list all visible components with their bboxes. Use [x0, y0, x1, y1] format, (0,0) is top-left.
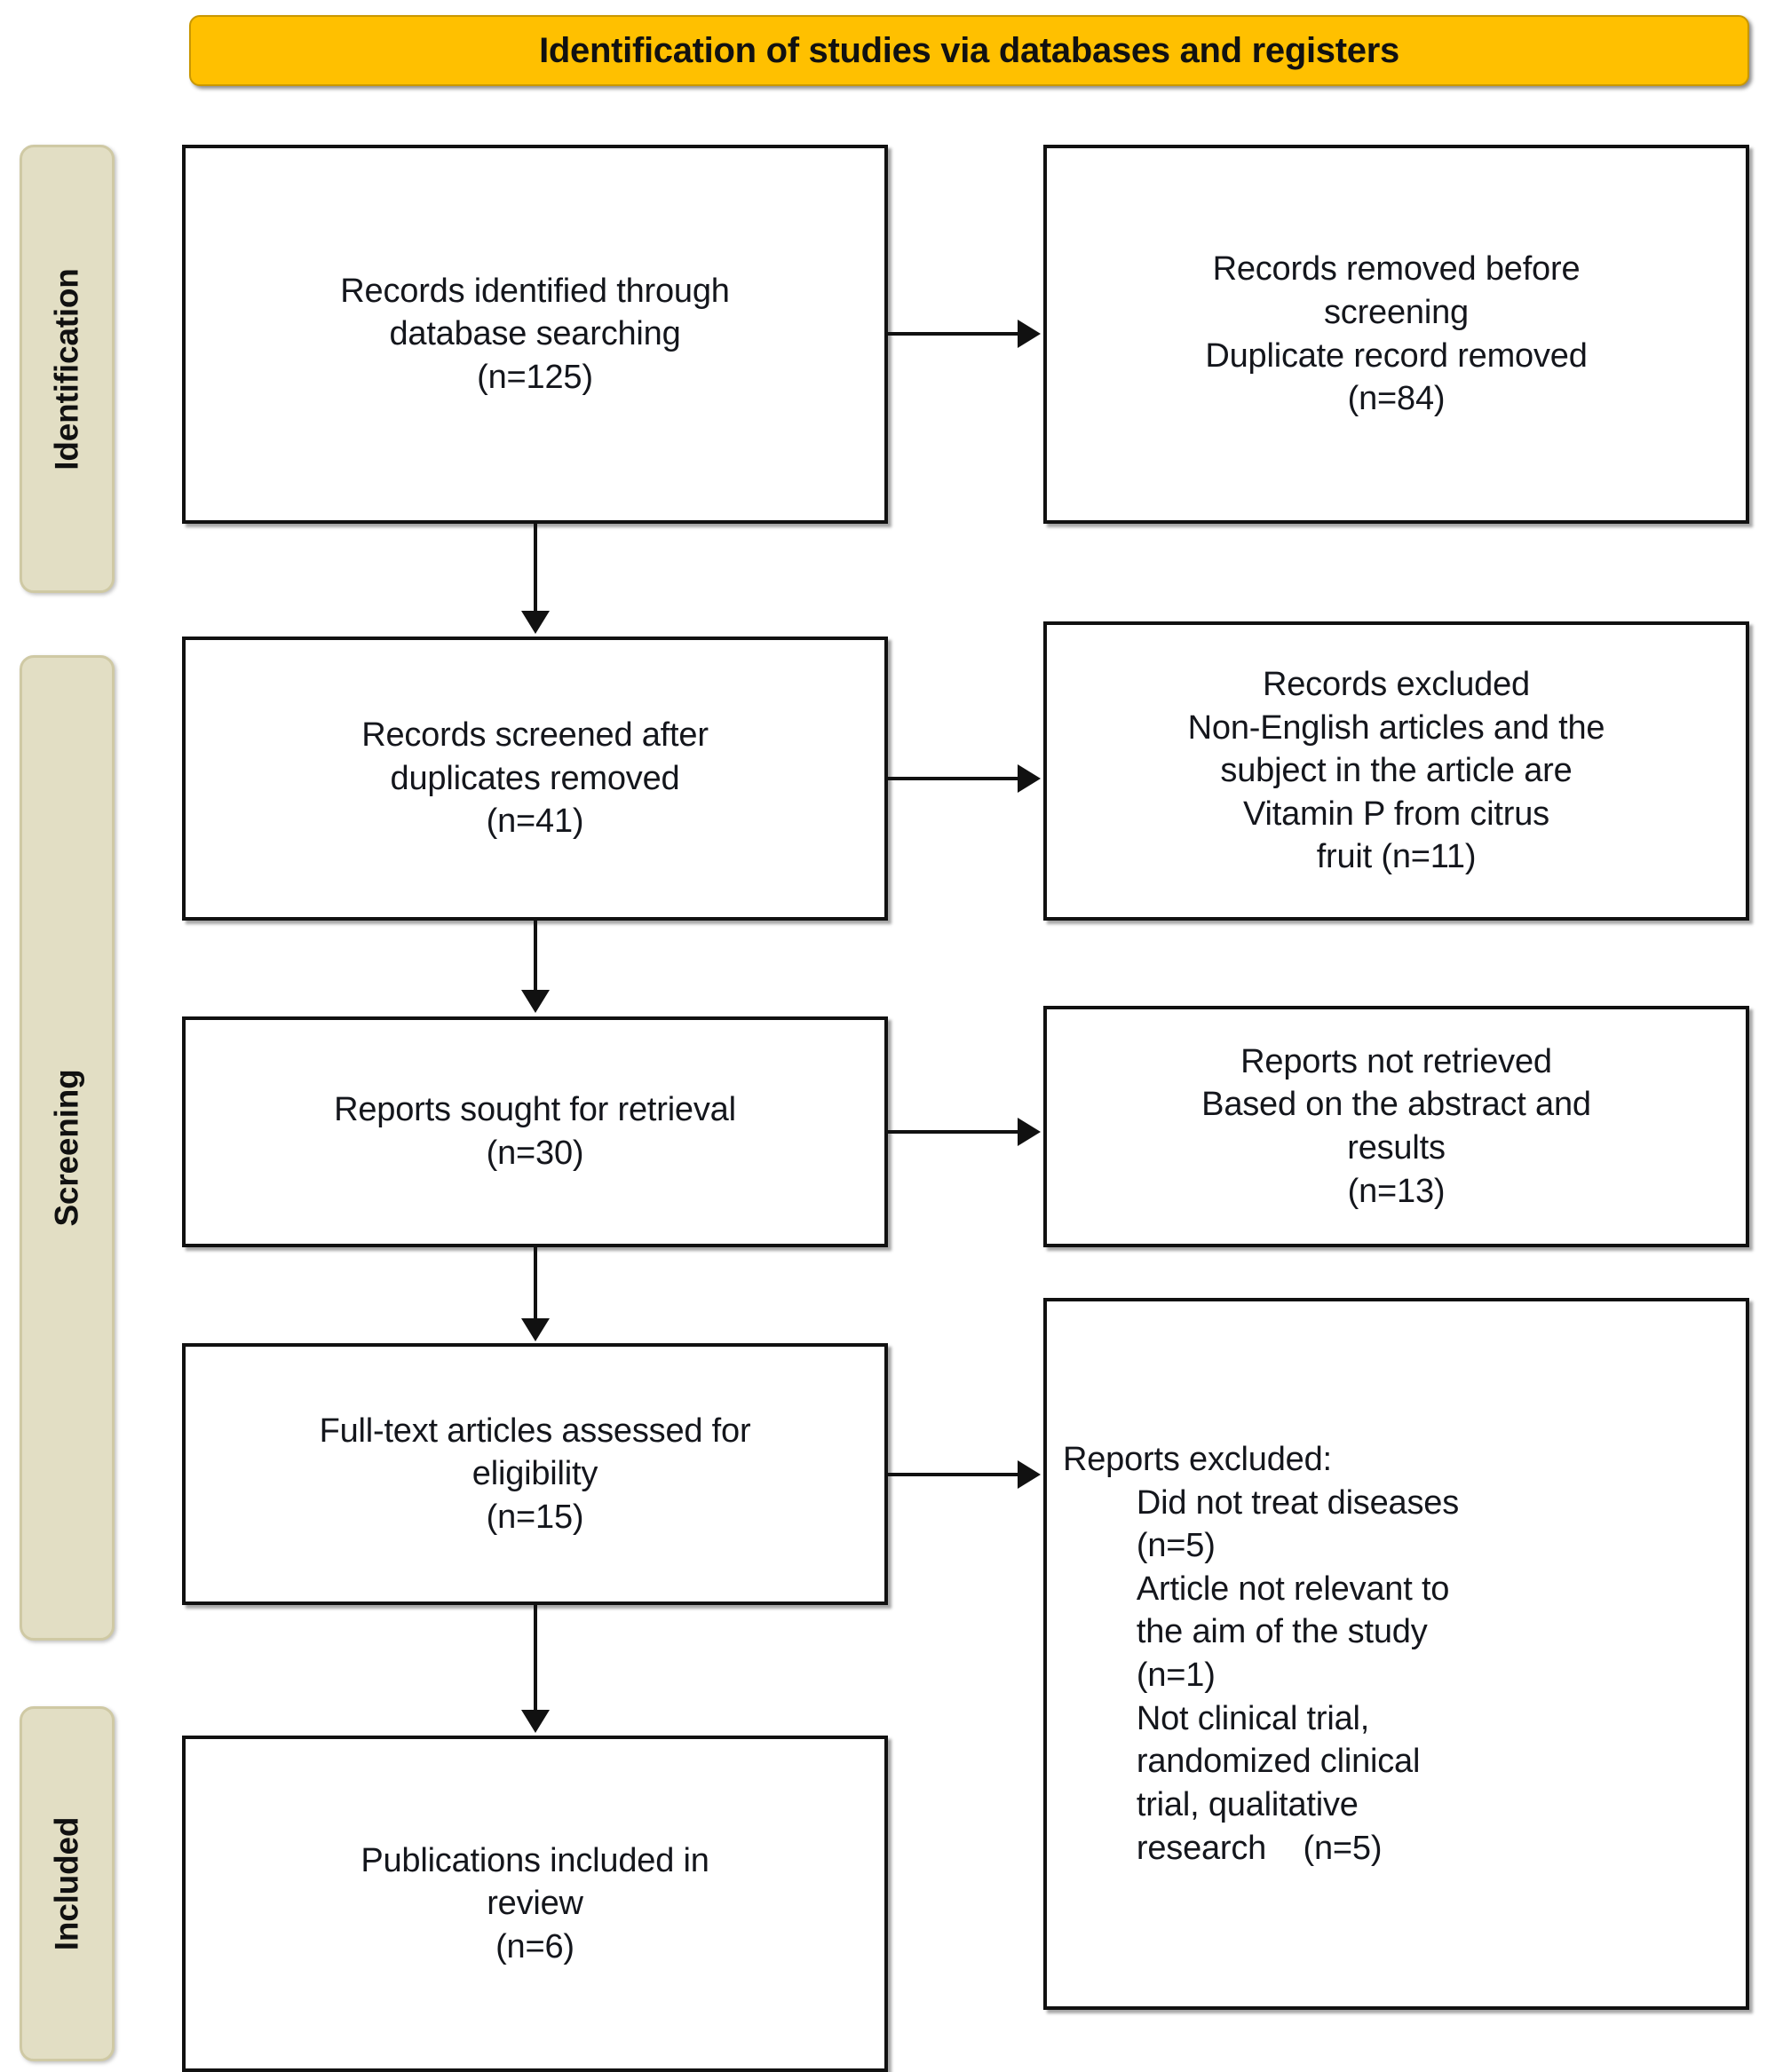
arrow-down-icon-sought-to-fulltext	[521, 1318, 550, 1341]
connector-screened-to-sought	[534, 921, 537, 992]
arrow-right-icon-fulltext-to-reports-excluded	[1018, 1460, 1041, 1489]
stage-label-identification: Identification	[20, 145, 115, 593]
arrow-right-icon-screened-to-excluded	[1018, 764, 1041, 793]
arrow-right-icon-identified-to-removed	[1018, 320, 1041, 348]
stage-label-screening-text: Screening	[48, 1069, 85, 1227]
connector-screened-to-excluded	[888, 777, 1019, 780]
flow-box-records-screened-text: Records screened after duplicates remove…	[361, 716, 709, 841]
arrow-down-icon-screened-to-sought	[521, 990, 550, 1013]
flow-box-records-identified: Records identified through database sear…	[182, 145, 888, 524]
connector-sought-to-fulltext	[534, 1247, 537, 1320]
diagram-header-banner: Identification of studies via databases …	[189, 15, 1749, 86]
flow-box-reports-excluded: Reports excluded: Did not treat diseases…	[1043, 1298, 1749, 2010]
arrow-down-icon-fulltext-to-publications	[521, 1710, 550, 1733]
stage-label-screening: Screening	[20, 655, 115, 1641]
flow-box-fulltext-assessed-text: Full-text articles assessed for eligibil…	[319, 1412, 751, 1536]
diagram-title: Identification of studies via databases …	[539, 30, 1399, 70]
flow-box-reports-not-retrieved-text: Reports not retrieved Based on the abstr…	[1201, 1042, 1591, 1210]
flow-box-publications-included-text: Publications included in review (n=6)	[361, 1841, 709, 1965]
flow-box-records-identified-text: Records identified through database sear…	[340, 272, 730, 396]
flow-box-records-excluded-text: Records excluded Non-English articles an…	[1187, 665, 1605, 876]
flow-box-reports-sought-text: Reports sought for retrieval (n=30)	[334, 1091, 736, 1172]
connector-identified-to-removed	[888, 332, 1019, 336]
arrow-down-icon-identified-to-screened	[521, 611, 550, 634]
flow-box-records-removed-text: Records removed before screening Duplica…	[1205, 250, 1588, 418]
connector-fulltext-to-reports-excluded	[888, 1473, 1019, 1476]
connector-fulltext-to-publications	[534, 1605, 537, 1712]
connector-identified-to-screened	[534, 524, 537, 613]
stage-label-identification-text: Identification	[48, 267, 85, 471]
flow-box-reports-sought: Reports sought for retrieval (n=30)	[182, 1016, 888, 1247]
flow-box-fulltext-assessed: Full-text articles assessed for eligibil…	[182, 1343, 888, 1605]
flow-box-reports-excluded-text: Reports excluded: Did not treat diseases…	[1063, 1440, 1460, 1867]
stage-label-included-text: Included	[48, 1816, 85, 1951]
flow-box-reports-not-retrieved: Reports not retrieved Based on the abstr…	[1043, 1006, 1749, 1247]
flow-box-records-excluded: Records excluded Non-English articles an…	[1043, 621, 1749, 921]
stage-label-included: Included	[20, 1706, 115, 2061]
arrow-right-icon-sought-to-not-retrieved	[1018, 1118, 1041, 1146]
flow-box-publications-included: Publications included in review (n=6)	[182, 1736, 888, 2072]
flow-box-records-removed: Records removed before screening Duplica…	[1043, 145, 1749, 524]
connector-sought-to-not-retrieved	[888, 1130, 1019, 1134]
flow-box-records-screened: Records screened after duplicates remove…	[182, 637, 888, 921]
